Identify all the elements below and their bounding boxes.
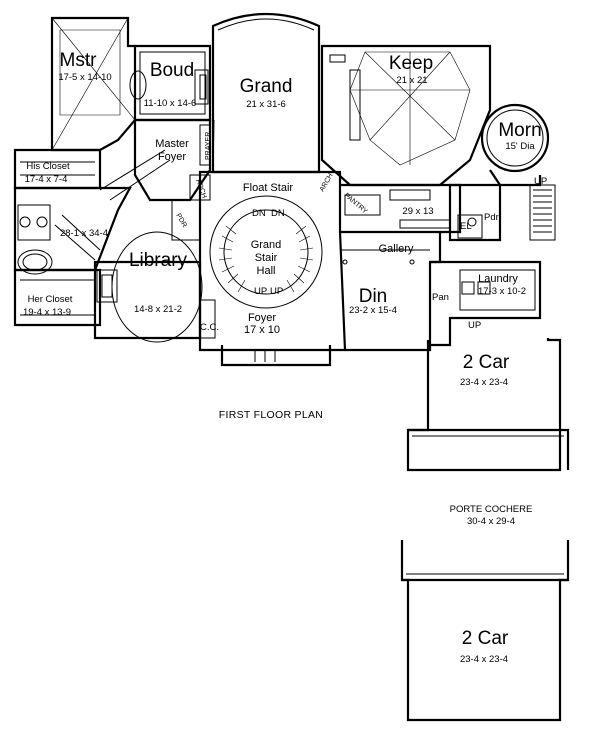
garage-1-walls [406,338,570,472]
garage-1-dim: 23-4 x 23-4 [460,377,508,388]
foyer-dim: 17 x 10 [244,324,280,336]
mstr-name: Mstr [60,50,98,71]
pan-label: Pan [432,292,449,303]
garage-2-name: 2 Car [462,628,509,649]
bath-dim: 28-1 x 34-4 [60,228,108,239]
prayer-label: PRAYER [205,132,212,160]
foyer-name: Foyer [248,312,276,324]
el-label: EL [460,221,472,232]
morn-dim: 15' Dia [505,141,535,152]
master-foyer-line1: Master [155,138,189,150]
laundry-name: Laundry [478,273,518,285]
her-closet-name: Her Closet [28,294,73,305]
garage-2-dim: 23-4 x 23-4 [460,654,508,665]
grand-stair-line2: Stair [255,252,278,264]
porte-cochere-name: PORTE COCHERE [450,504,533,515]
her-closet-dim: 19-4 x 13-9 [23,307,71,318]
up-morn-label: UP [534,176,547,187]
arch-right-label: ARCH [319,172,335,193]
cc-label: C.C. [200,322,219,333]
float-stair-name: Float Stair [243,182,293,194]
up-left-label: UP [254,286,267,297]
pdr-right-label: Pdr [484,212,499,223]
keep-dim: 21 x 21 [396,75,427,86]
up-right-label: UP [270,286,283,297]
garage-1-name: 2 Car [463,352,510,373]
his-closet-name: His Closet [26,161,70,172]
grand-stair-hall [198,170,347,367]
library-name: Library [129,250,188,271]
kitchen-dim: 29 x 13 [402,206,433,217]
arch-left-label: ARCH [194,178,207,199]
library-walls [93,199,216,343]
grand-stair-line1: Grand [251,239,282,251]
grand-room-walls [211,12,321,174]
grand-stair-line3: Hall [257,265,276,277]
boud-name: Boud [150,60,194,81]
din-name: Din [359,286,388,307]
din-dim: 23-2 x 15-4 [349,305,397,316]
bath-wing-walls [13,148,171,327]
garage-2-walls [400,540,570,722]
plan-title: FIRST FLOOR PLAN [219,409,323,421]
master-foyer-line2: Foyer [158,151,186,163]
morn-name: Morn [498,120,541,141]
his-closet-dim: 17-4 x 7-4 [25,174,68,185]
boud-dim: 11-10 x 14-6 [144,98,197,109]
morning-room-walls [480,103,556,241]
dn-left-label: DN [252,208,266,219]
pantry-label: PANTRY [343,192,369,215]
mstr-dim: 17-5 x 14-10 [58,72,111,83]
keep-walls [320,44,492,187]
library-dim: 14-8 x 21-2 [134,304,182,315]
master-suite-walls [50,16,212,152]
grand-name: Grand [240,76,293,97]
gallery-name: Gallery [379,243,414,255]
room-labels: Mstr 17-5 x 14-10 Boud 11-10 x 14-6 Gran… [23,50,542,665]
grand-dim: 21 x 31-6 [246,99,286,110]
laundry-dim: 17-3 x 10-2 [478,286,526,297]
keep-name: Keep [389,53,433,74]
porte-cochere-dim: 30-4 x 29-4 [467,516,515,527]
service-area-walls [430,183,542,347]
pdr-left-label: PDR [174,213,187,229]
dn-right-label: DN [271,208,285,219]
up-laundry-label: UP [468,320,481,331]
